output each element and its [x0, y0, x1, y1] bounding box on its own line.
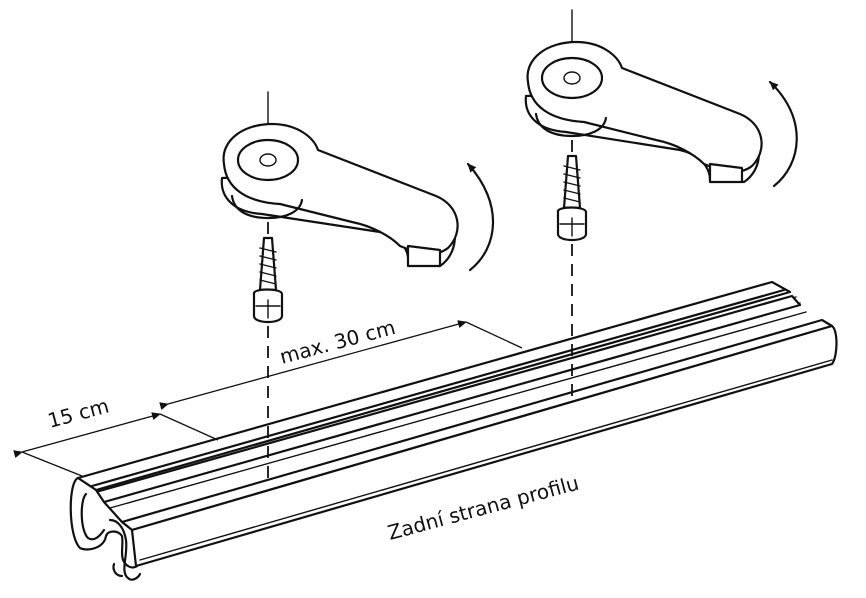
label-max-spacing: max. 30 cm: [277, 315, 398, 369]
rotation-arrow-right: [768, 80, 798, 188]
bracket-left: [220, 91, 459, 268]
dimension-spacing: [159, 320, 523, 410]
bracket-right: [524, 9, 763, 184]
label-edge-distance: 15 cm: [45, 394, 111, 433]
dimension-edge: [13, 412, 219, 477]
screw-right: [556, 154, 588, 242]
screw-left: [252, 236, 284, 324]
curtain-rail-profile: [69, 280, 838, 581]
rotation-arrow-left: [466, 162, 495, 272]
